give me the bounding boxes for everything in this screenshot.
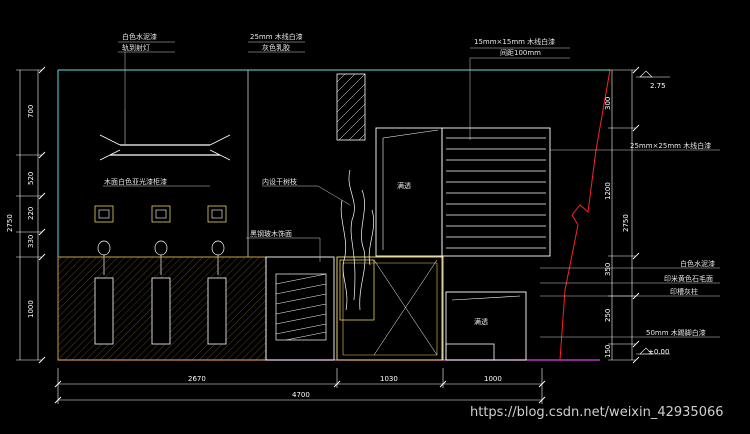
label-glass-lower: 满透: [474, 317, 488, 326]
label-pine-branch: 内设干树枝: [262, 177, 297, 186]
label-wood-veneer: 木面白色亚光漆柜漆: [104, 177, 167, 186]
svg-text:±0.00: ±0.00: [648, 348, 669, 356]
dimension-slash: [632, 356, 640, 364]
ceiling-duct: [336, 73, 366, 141]
dimension-right: [608, 66, 640, 364]
label-stone-wall: 印槽灰柱: [670, 287, 698, 296]
dimension-left: [16, 66, 46, 364]
dim-bottom-2: 1030: [380, 375, 398, 383]
label-white-paint: 白色水泥漆: [122, 32, 157, 41]
label-gray-stone: 印米黄色石毛面: [664, 274, 713, 283]
dim-left-total: 2750: [6, 214, 14, 232]
dimension-slash: [38, 192, 46, 200]
slat-wall: [441, 127, 551, 360]
dim-right-3: 350: [604, 263, 612, 276]
label-gray-emulsion: 灰色乳胶: [262, 43, 290, 52]
dim-right-5: 150: [604, 345, 612, 358]
leader-lines: [103, 41, 720, 338]
dim-right-1: 300: [604, 97, 612, 110]
label-wood-strip-15: 15mm×15mm 木线白漆: [474, 37, 555, 46]
dim-right-total: 2750: [622, 214, 630, 232]
dim-bottom-1: 2670: [188, 375, 206, 383]
dim-left-4: 330: [27, 235, 35, 248]
label-white-paint-right: 白色水泥漆: [680, 259, 715, 268]
dimension-slash: [632, 252, 640, 260]
dimension-slash: [38, 228, 46, 236]
dimension-slash: [632, 340, 640, 348]
upper-glass-panel: [375, 127, 443, 257]
dimension-slash: [632, 124, 640, 132]
label-black-glass: 黑钢玻木饰面: [250, 229, 292, 238]
dim-bottom-3: 1000: [484, 375, 502, 383]
dimension-slash: [632, 66, 640, 74]
break-line: [559, 69, 611, 361]
label-glass-upper: 满透: [397, 181, 411, 190]
dim-left-5: 1000: [27, 300, 35, 318]
dim-right-4: 250: [604, 309, 612, 322]
dimension-slash: [38, 151, 46, 159]
dimension-slash: [38, 253, 46, 261]
glass-display-box: [336, 169, 444, 361]
dim-left-2: 520: [27, 172, 35, 185]
level-mark-zero: ±0.00: [636, 347, 670, 356]
track-light-fixture: [99, 110, 231, 161]
label-track-light: 轨到射灯: [122, 43, 150, 52]
louver-panel: [265, 256, 335, 361]
dimension-slash: [38, 66, 46, 74]
label-wood-strip-white: 25mm 木线白漆: [250, 32, 303, 41]
label-spacing-100: 间距100mm: [500, 49, 541, 57]
dim-bottom-total: 4700: [292, 391, 310, 399]
label-skirting: 50mm 木踢脚白漆: [646, 328, 706, 337]
dim-left-1: 700: [27, 105, 35, 118]
level-mark-top: 2.75: [636, 70, 670, 90]
watermark: https://blog.csdn.net/weixin_42935066: [470, 405, 724, 420]
svg-text:2.75: 2.75: [650, 82, 666, 90]
dim-right-2: 1200: [604, 182, 612, 200]
dimension-slash: [38, 356, 46, 364]
dimension-slash: [632, 292, 640, 300]
dimension-bottom: [54, 368, 546, 404]
wall-frames: [94, 205, 227, 223]
lower-glass-panel: [445, 291, 527, 361]
dim-left-3: 220: [27, 207, 35, 220]
display-cabinet: [57, 256, 267, 361]
label-wood-strip-25-right: 25mm×25mm 木线白漆: [630, 141, 711, 150]
